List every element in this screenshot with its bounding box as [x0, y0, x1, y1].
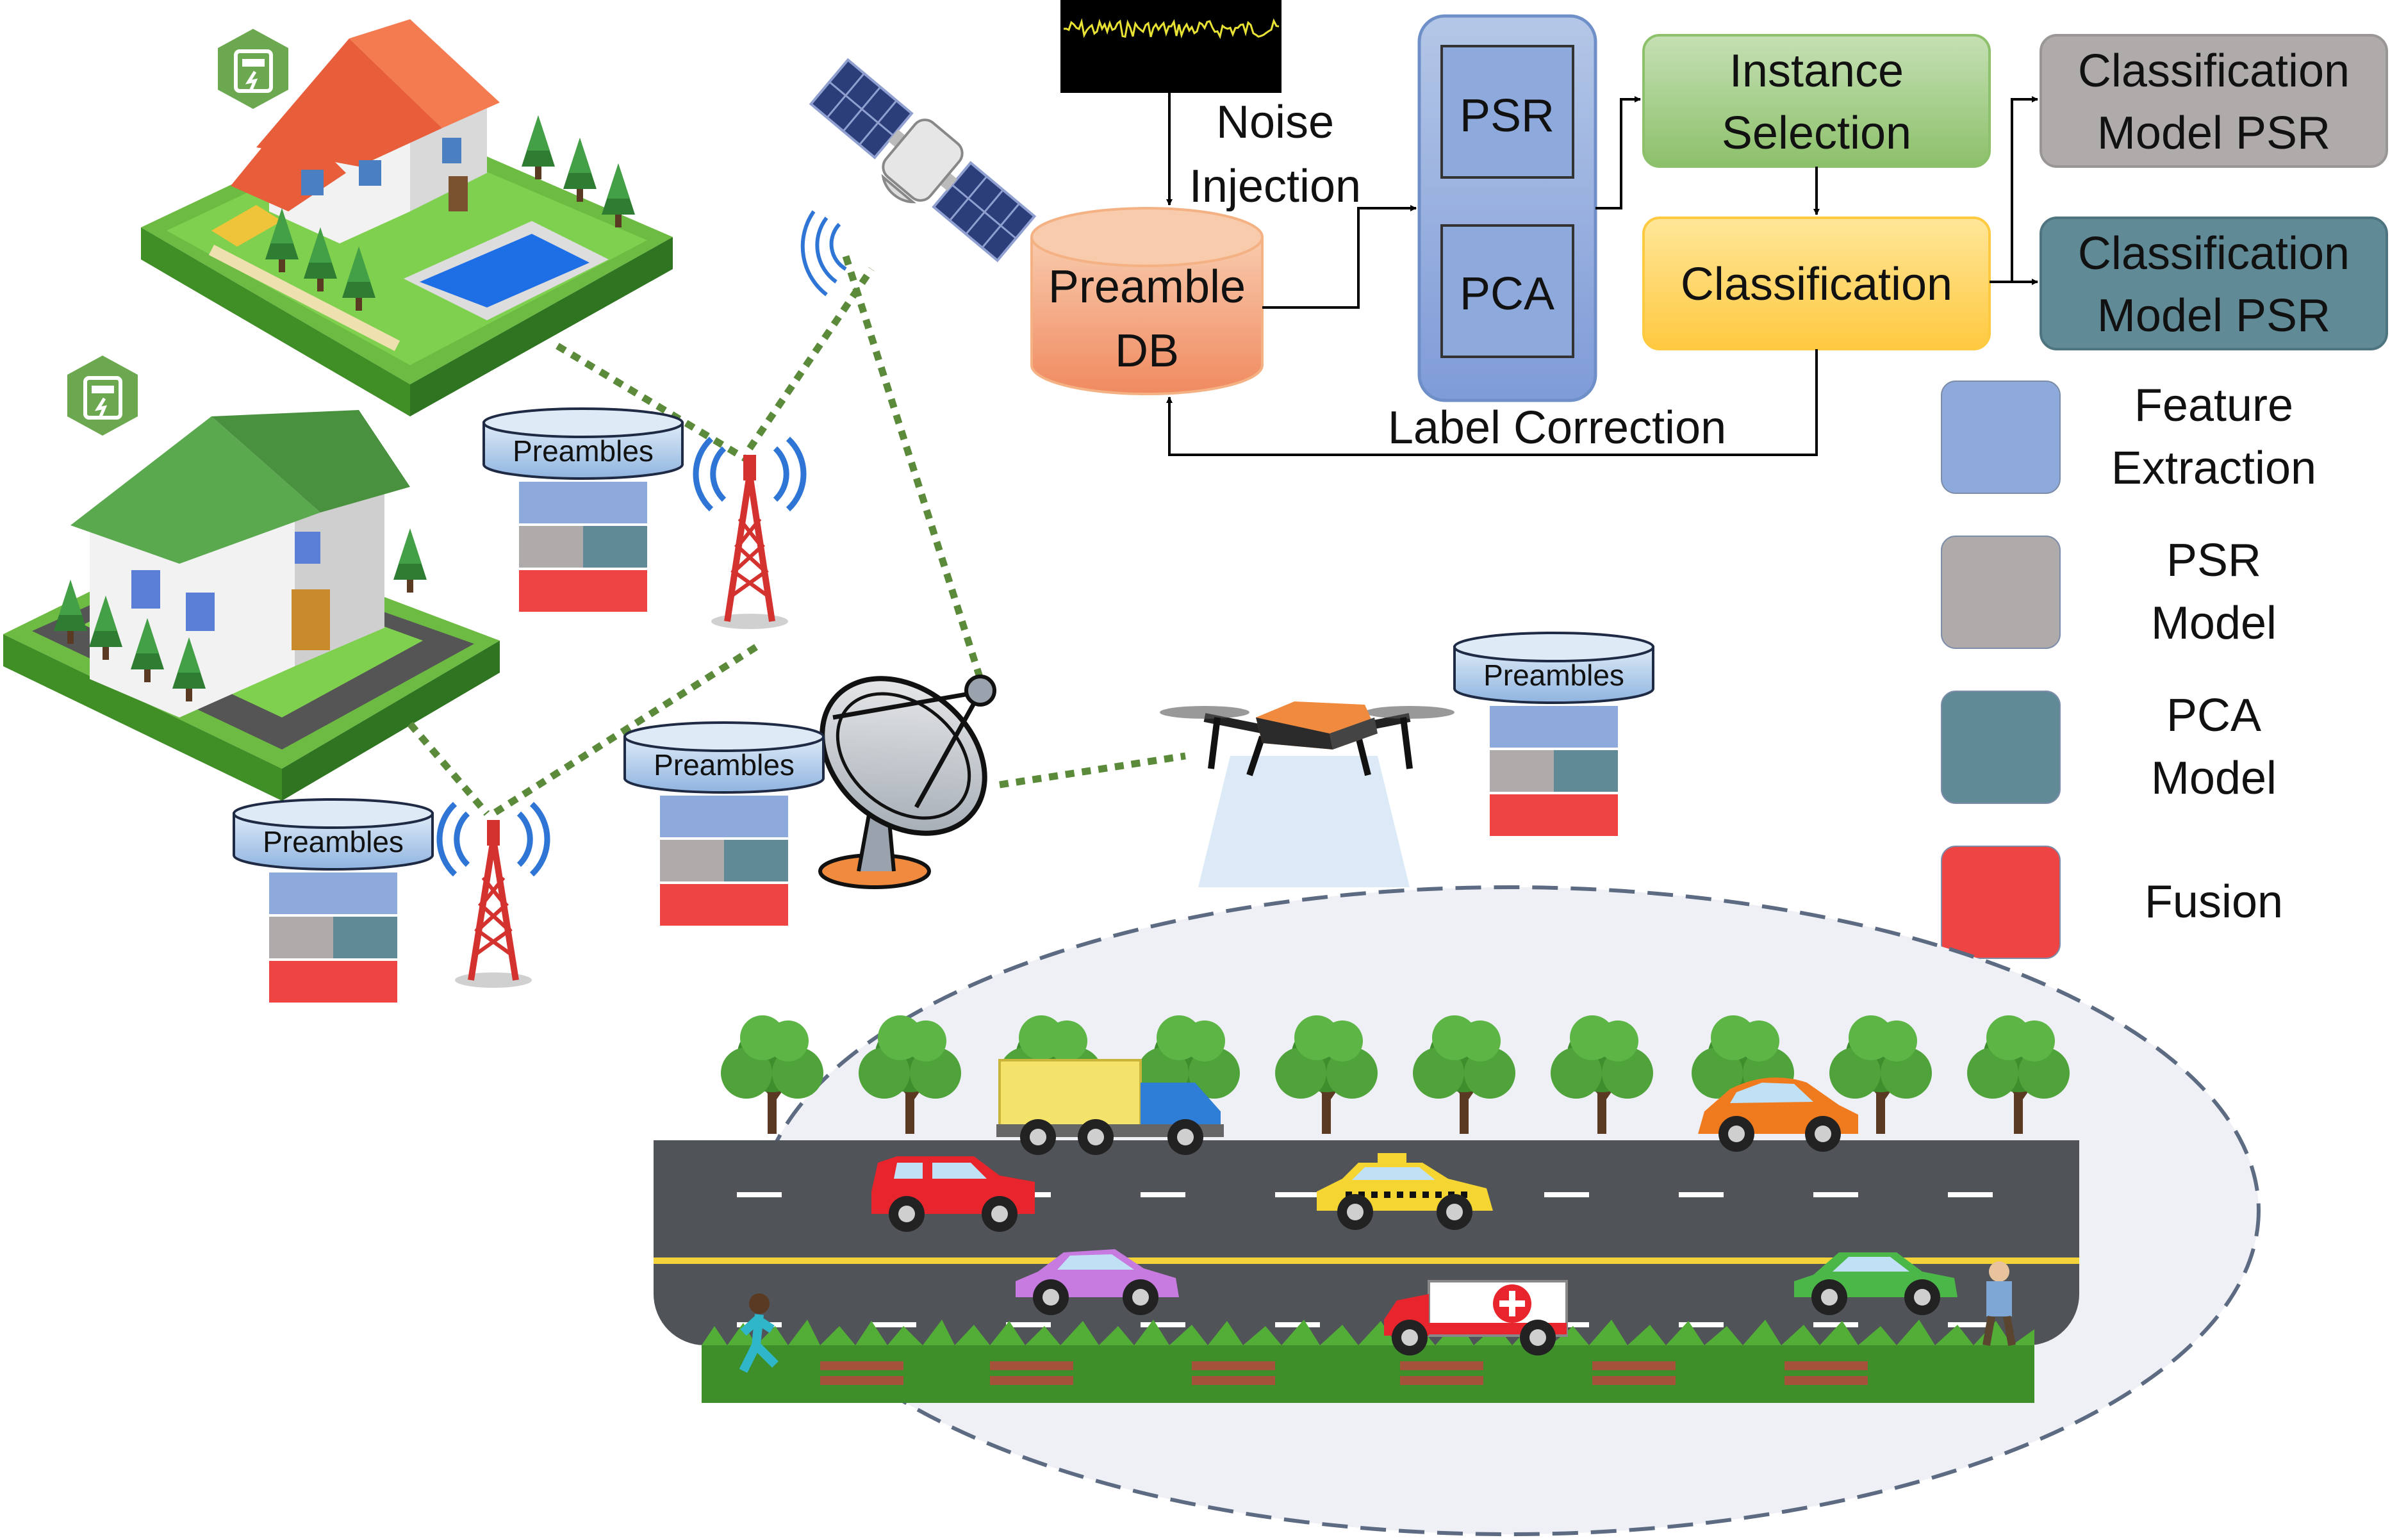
truck-icon — [996, 1059, 1224, 1155]
preamble-drum-top — [623, 721, 825, 752]
ambulance-icon — [1384, 1280, 1568, 1356]
preamble-stack-tower-bottom: Preambles — [233, 798, 434, 1003]
feature-extraction-block — [1490, 706, 1618, 748]
cell-tower-icon — [693, 436, 807, 629]
car-taxi-icon — [1317, 1153, 1493, 1230]
legend-item: PCA Model — [1941, 690, 2277, 804]
preamble-stack-dish: Preambles — [623, 721, 825, 926]
psr-feature-label: PSR — [1460, 90, 1554, 142]
preamble-stack-tower-top: Preambles — [482, 407, 684, 612]
preamble-db-label-1: Preamble — [1048, 261, 1246, 313]
label-correction-label: Label Correction — [1388, 402, 1726, 454]
instance-selection-label-2: Selection — [1722, 108, 1911, 159]
legend-label: Model — [2151, 598, 2277, 649]
runner-icon — [739, 1293, 779, 1373]
noise-injection-label-1: Noise — [1216, 97, 1334, 148]
fusion-block — [269, 961, 397, 1003]
legend-swatch — [1941, 691, 2061, 804]
preamble-db-label-2: DB — [1115, 325, 1179, 377]
cell-tower-icon-2 — [436, 801, 550, 988]
preambles-label: Preambles — [654, 748, 795, 782]
car-purple-icon — [1016, 1249, 1179, 1315]
feature-extraction-block — [269, 872, 397, 914]
legend-label: Extraction — [2111, 443, 2316, 494]
legend-label: PSR — [2166, 535, 2261, 586]
noise-signal-icon — [1060, 0, 1282, 93]
satellite-dish-icon — [818, 675, 996, 889]
car-red-icon — [871, 1156, 1035, 1232]
preamble-drum-body — [233, 812, 434, 871]
noise-injection-label-2: Injection — [1189, 161, 1361, 212]
classification-model-psr-box: Classification Model PSR — [2040, 34, 2388, 168]
psr-model-block — [519, 526, 583, 568]
bench-icon — [820, 1361, 1868, 1385]
preambles-label: Preambles — [1483, 659, 1624, 692]
drone-beam — [1198, 756, 1410, 887]
preamble-db: Preamble DB — [1030, 207, 1264, 395]
model-psr-teal-label-1: Classification — [2078, 228, 2350, 279]
satellite-icon — [809, 58, 1037, 263]
preamble-drum-body — [623, 735, 825, 794]
classification-label: Classification — [1681, 259, 1952, 310]
preambles-label: Preambles — [263, 825, 404, 858]
psr-model-block — [269, 917, 333, 958]
fusion-block — [1490, 794, 1618, 836]
classification-model-pca-box: Classification Model PSR — [2040, 217, 2388, 350]
legend-label: PCA — [2166, 690, 2261, 741]
feature-extraction-box: PSR PCA — [1417, 14, 1597, 402]
road-scene — [654, 885, 2261, 1536]
feature-extraction-block — [519, 482, 647, 523]
psr-model-block — [660, 840, 724, 881]
classification-box: Classification — [1642, 217, 1991, 350]
preamble-drum-top — [1453, 632, 1654, 662]
smart-meter-icon-2 — [67, 356, 138, 436]
feature-extraction-block — [660, 796, 788, 837]
preamble-stack-drone: Preambles — [1453, 632, 1654, 836]
pca-feature-label: PCA — [1460, 268, 1554, 320]
house-top-icon — [141, 19, 673, 416]
model-psr-teal-label-2: Model PSR — [2097, 290, 2330, 341]
legend-swatch — [1941, 846, 2061, 959]
wireless-links — [407, 255, 1186, 817]
legend-swatch — [1941, 536, 2061, 649]
drone-icon — [1160, 701, 1455, 776]
fusion-block — [519, 570, 647, 612]
pca-model-block — [333, 917, 397, 958]
car-green-icon — [1794, 1252, 1957, 1315]
legend-label: Model — [2151, 753, 2277, 804]
model-psr-label-1: Classification — [2078, 45, 2350, 97]
instance-selection-box: Instance Selection — [1642, 34, 1991, 168]
preamble-drum-body — [1453, 646, 1654, 704]
pca-model-block — [1554, 750, 1618, 792]
satellite-signal-icon — [800, 210, 847, 297]
car-orange-icon — [1698, 1077, 1858, 1152]
legend-label: Feature — [2134, 380, 2293, 431]
smart-meter-icon — [218, 29, 288, 109]
pipeline-arrows — [1166, 93, 2038, 456]
preamble-drum-body — [482, 422, 684, 480]
model-psr-label-2: Model PSR — [2097, 108, 2330, 159]
preambles-label: Preambles — [513, 434, 654, 468]
preamble-drum-top — [482, 407, 684, 438]
pca-model-block — [724, 840, 788, 881]
legend-item: Fusion — [1941, 846, 2283, 959]
psr-model-block — [1490, 750, 1554, 792]
fusion-block — [660, 884, 788, 926]
house-bottom-icon — [3, 410, 500, 801]
legend-swatch — [1941, 381, 2061, 494]
preamble-drum-top — [233, 798, 434, 829]
worker-icon — [1982, 1261, 2016, 1347]
pca-model-block — [583, 526, 647, 568]
legend-label: Fusion — [2145, 876, 2283, 928]
legend-item: PSR Model — [1941, 535, 2277, 649]
instance-selection-label-1: Instance — [1729, 45, 1904, 97]
